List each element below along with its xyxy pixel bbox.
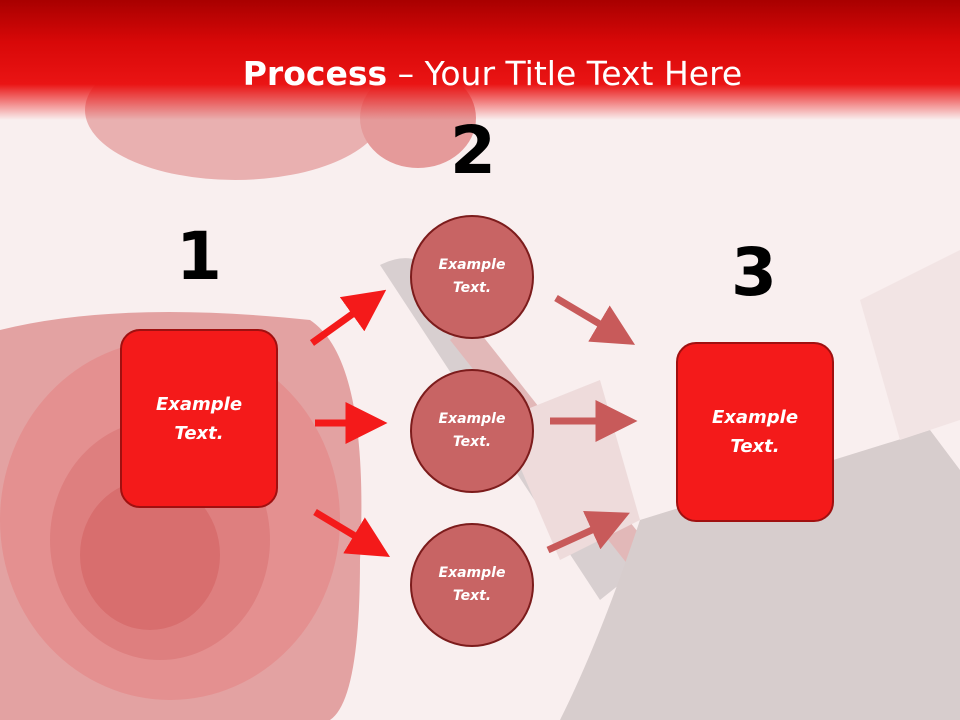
step-number-3: 3 [731,234,777,311]
step-number-2: 2 [450,112,496,189]
slide-title: Process – Your Title Text Here [0,52,960,96]
arrow-bottom-to-end [546,511,630,554]
arrow-start-to-bottom [313,508,391,558]
end-box: Example Text. [676,342,834,522]
arrow-start-to-top [309,289,387,346]
title-rest-part: – Your Title Text Here [387,54,743,93]
title-band [0,0,960,120]
title-bold-part: Process [242,54,388,93]
circle-bottom: Example Text. [410,523,534,647]
circle-middle: Example Text. [410,369,534,493]
arrow-top-to-end [554,294,636,345]
start-box: Example Text. [120,329,278,508]
step-number-1: 1 [176,218,222,295]
circle-top: Example Text. [410,215,534,339]
